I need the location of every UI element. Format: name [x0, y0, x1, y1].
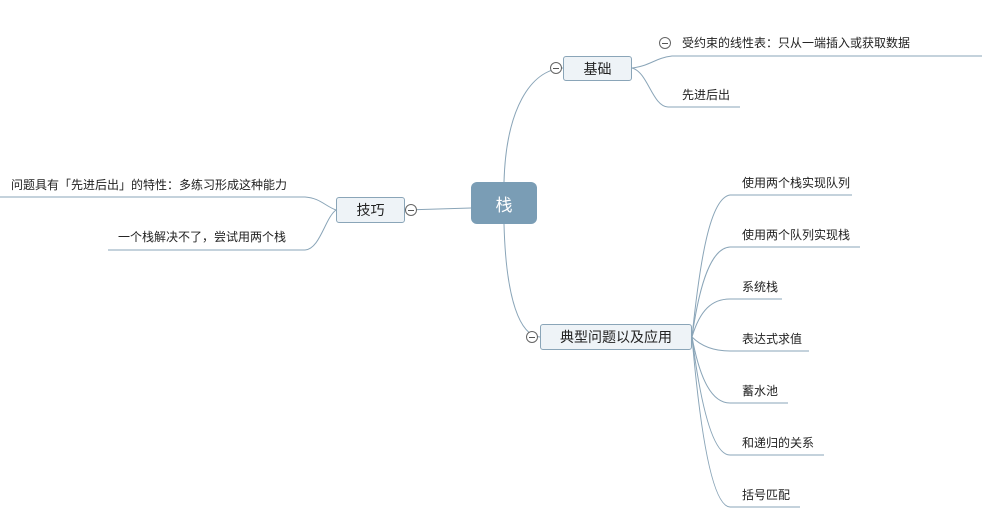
connector-root-basics [503, 67, 564, 183]
problems-leaf-3: 系统栈 [742, 280, 779, 294]
connector-problems-leaf3 [691, 298, 782, 338]
root-label: 栈 [495, 195, 513, 216]
basics-leaf-2: 先进后出 [682, 88, 731, 102]
connector-tips-leaf2 [108, 209, 337, 251]
connector-basics-leaf1 [631, 55, 982, 69]
collapse-problems-icon[interactable] [526, 331, 538, 343]
problems-leaf-1: 使用两个栈实现队列 [742, 176, 851, 190]
branch-tips[interactable]: 技巧 [336, 197, 405, 223]
connector-basics-leaf2 [631, 67, 740, 108]
tips-leaf-2: 一个栈解决不了，尝试用两个栈 [118, 230, 287, 244]
connector-problems-leaf4 [691, 336, 809, 352]
basics-leaf-1: 受约束的线性表：只从一端插入或获取数据 [682, 36, 911, 50]
branch-basics[interactable]: 基础 [563, 56, 632, 81]
connector-root-problems [503, 223, 541, 338]
collapse-basics-icon[interactable] [550, 62, 562, 74]
connector-problems-leaf1 [691, 194, 852, 338]
branch-problems[interactable]: 典型问题以及应用 [540, 324, 692, 350]
connector-tips-leaf1 [0, 196, 337, 211]
connector-problems-leaf5 [691, 336, 788, 404]
problems-leaf-7: 括号匹配 [742, 488, 791, 502]
collapse-basics-leaf1-icon[interactable] [659, 37, 671, 49]
connector-problems-leaf2 [691, 246, 860, 338]
branch-basics-label: 基础 [583, 61, 612, 78]
connector-problems-leaf7 [691, 336, 800, 508]
problems-leaf-6: 和递归的关系 [742, 436, 815, 450]
problems-leaf-2: 使用两个队列实现栈 [742, 228, 851, 242]
branch-problems-label: 典型问题以及应用 [560, 330, 672, 346]
problems-leaf-4: 表达式求值 [742, 332, 803, 346]
problems-leaf-5: 蓄水池 [742, 384, 779, 398]
root-node[interactable]: 栈 [471, 182, 537, 224]
collapse-tips-icon[interactable] [405, 204, 417, 216]
connector-problems-leaf6 [691, 336, 824, 456]
branch-tips-label: 技巧 [356, 203, 385, 219]
tips-leaf-1: 问题具有「先进后出」的特性：多练习形成这种能力 [11, 178, 288, 192]
